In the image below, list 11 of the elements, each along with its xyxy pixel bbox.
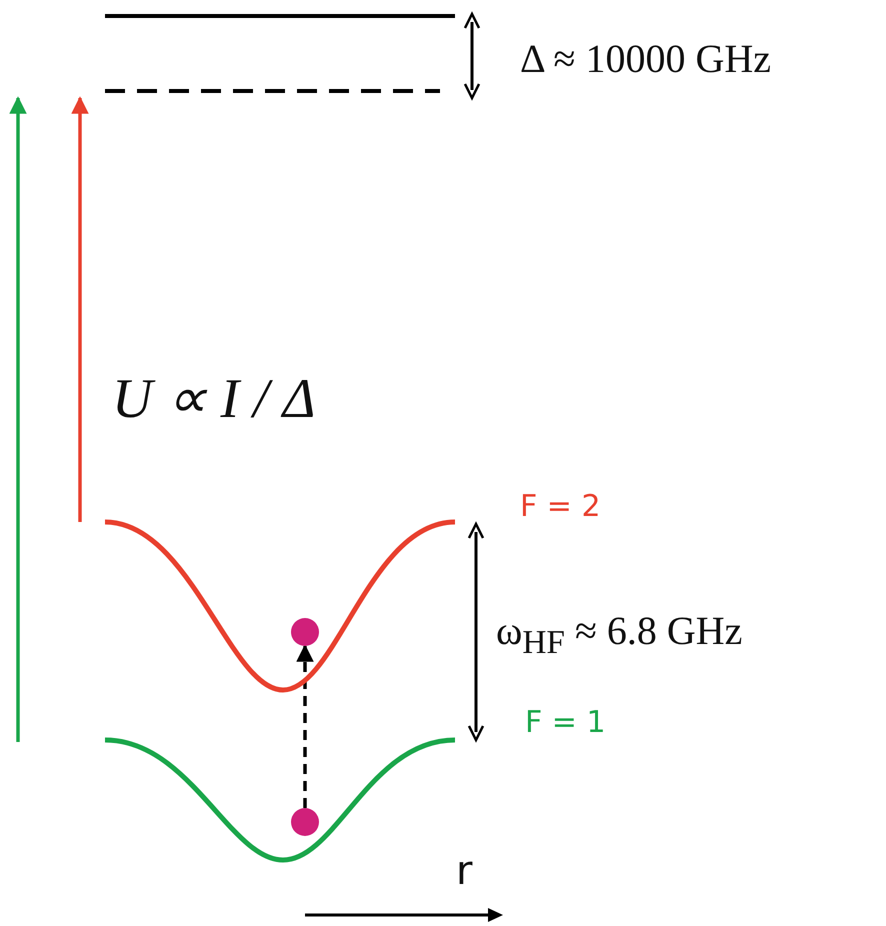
arrow: [296, 644, 314, 808]
detuning-label: Δ ≈ 10000 GHz: [520, 35, 771, 82]
axis-label: r: [456, 848, 472, 894]
formula: U ∝ I / Δ: [112, 367, 316, 431]
frequency-label: ω$_{HF}$ ≈ 6.8 GHz: [496, 607, 742, 662]
transition-arrow: [71, 96, 89, 522]
atom-dot: [291, 808, 319, 836]
level-label: F = 2: [520, 489, 601, 524]
transition-arrow: [9, 96, 27, 742]
level-label: F = 1: [525, 705, 606, 740]
atom-dot: [291, 618, 319, 646]
